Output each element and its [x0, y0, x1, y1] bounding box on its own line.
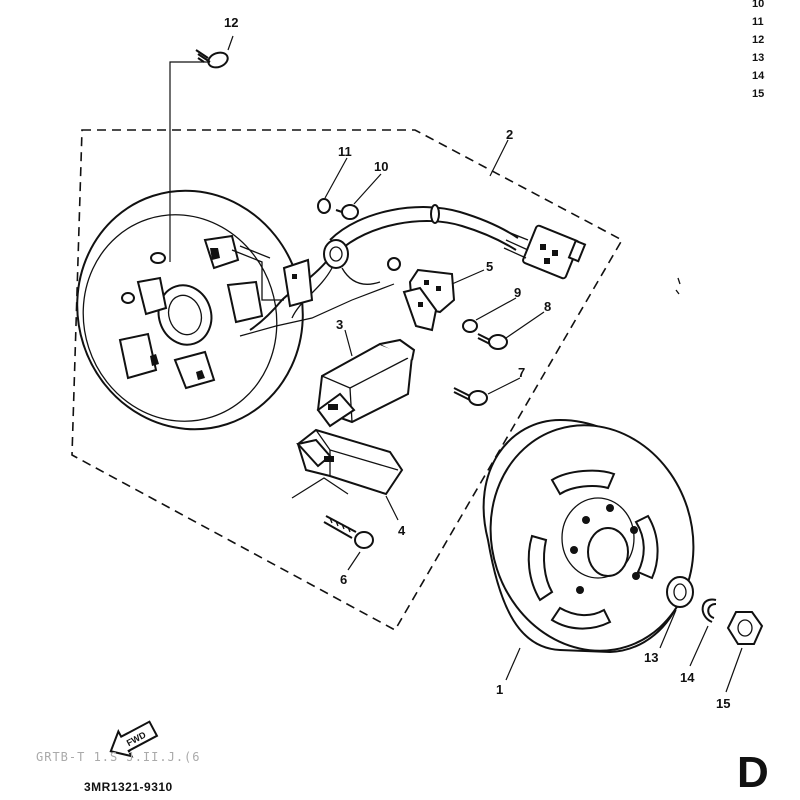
legend-line: 10: [752, 0, 765, 10]
stray-mark: [675, 277, 681, 295]
callout-3: 3: [336, 317, 343, 332]
leader-15: [725, 647, 743, 693]
coil-unit-part-3: [316, 338, 416, 428]
washer-part-9: [462, 319, 478, 333]
callout-4: 4: [398, 523, 406, 538]
bolt-part-6: [323, 515, 374, 549]
leader-2: [489, 139, 509, 177]
leader-1: [505, 647, 521, 681]
callout-9: 9: [514, 285, 521, 300]
legend-line: 11: [752, 16, 764, 28]
callout-1: 1: [496, 682, 503, 697]
callout-5: 5: [486, 259, 493, 274]
callout-2: 2: [506, 127, 513, 142]
faint-scan-text: GRTB-T 1.S J.II.J.(6: [36, 750, 201, 764]
nut-part-15: [726, 611, 764, 645]
leader-12: [169, 35, 234, 262]
fwd-arrow: FWD: [109, 720, 159, 758]
callout-11: 11: [338, 144, 352, 159]
legend-line: 13: [752, 52, 765, 64]
leader-14: [689, 625, 709, 667]
legend-line: 12: [752, 34, 765, 46]
lock-washer-part-14: [701, 598, 717, 623]
legend-line: 15: [752, 88, 765, 100]
callout-6: 6: [340, 572, 347, 587]
part-code: 3MR1321-9310: [84, 780, 173, 794]
leader-4: [385, 495, 399, 521]
leader-3: [344, 329, 353, 357]
stator-plate: [76, 189, 304, 431]
wiring-harness: [231, 204, 587, 337]
callout-7: 7: [518, 365, 525, 380]
callout-13: 13: [644, 650, 658, 665]
callout-12: 12: [224, 15, 238, 30]
legend-line: 14: [752, 70, 765, 82]
leader-13: [659, 609, 677, 649]
washer-part-11: [317, 198, 331, 214]
pickup-part-5: [402, 268, 456, 332]
leader-5: [451, 269, 485, 285]
callout-8: 8: [544, 299, 551, 314]
screw-part-8: [477, 333, 508, 350]
leader-7: [487, 377, 521, 395]
flywheel-rotor-part-1: [482, 418, 695, 654]
assembly-boundary: [71, 129, 624, 632]
screw-part-10: [335, 204, 359, 220]
leader-6: [347, 551, 361, 571]
callout-10: 10: [374, 159, 388, 174]
washer-part-13: [666, 576, 694, 608]
ignition-coil-part-4: [291, 428, 404, 499]
leader-8: [505, 311, 545, 339]
leader-11: [324, 157, 348, 199]
corner-letter: D: [737, 748, 769, 797]
callout-15: 15: [716, 696, 730, 711]
leader-10: [353, 173, 382, 205]
screw-part-12: [195, 49, 229, 69]
callout-14: 14: [680, 670, 695, 685]
leader-9: [475, 297, 517, 321]
screw-part-7: [453, 387, 488, 406]
